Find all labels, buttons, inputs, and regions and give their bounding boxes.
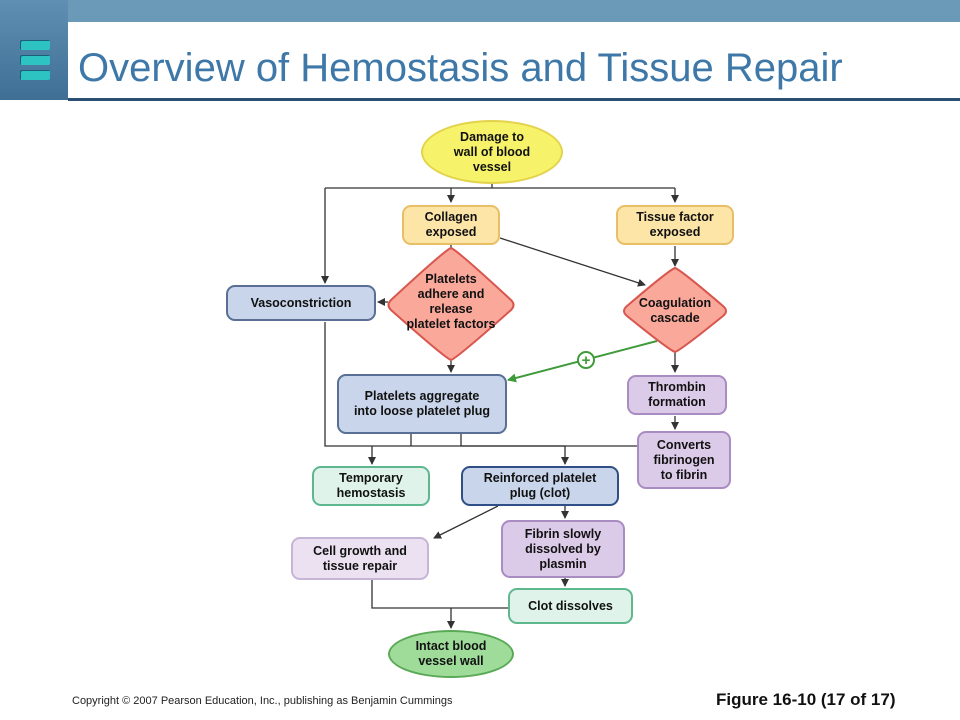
title-area: Overview of Hemostasis and Tissue Repair [68,22,960,98]
node-collagen: Collagen exposed [402,205,500,245]
node-reinforced-plug: Reinforced platelet plug (clot) [461,466,619,506]
platelets-adhere-diamond [387,246,515,362]
slide-header: Overview of Hemostasis and Tissue Repair [0,0,960,101]
node-converts: Converts fibrinogen to fibrin [637,431,731,489]
node-platelets-aggregate: Platelets aggregate into loose platelet … [337,374,507,434]
slide-title: Overview of Hemostasis and Tissue Repair [78,46,843,90]
title-box: Overview of Hemostasis and Tissue Repair [68,0,960,100]
title-underline [68,98,960,101]
connector-aggregate-right [460,432,638,447]
plus-sign: + [582,352,591,369]
arrow-to-cell-growth [433,505,499,539]
node-fibrin-dissolved: Fibrin slowly dissolved by plasmin [501,520,625,578]
plus-icon [577,351,595,369]
node-vasoconstriction: Vasoconstriction [226,285,376,321]
node-coagulation: Coagulation cascade [638,296,712,325]
node-damage: Damage to wall of blood vessel [421,120,563,184]
node-cell-growth: Cell growth and tissue repair [291,537,429,580]
node-temporary-hemostasis: Temporary hemostasis [312,466,430,506]
coagulation-diamond [623,266,727,354]
node-platelets-adhere: Platelets adhere and release platelet fa… [406,272,496,331]
copyright-text: Copyright © 2007 Pearson Education, Inc.… [72,695,453,707]
node-thrombin: Thrombin formation [627,375,727,415]
connector-bottom-bus [371,580,508,609]
node-intact-vessel: Intact blood vessel wall [388,630,514,678]
node-tissue-factor: Tissue factor exposed [616,205,734,245]
arrow-collagen-to-coagulation [499,237,646,287]
header-left-panel [0,0,68,100]
stack-logo-icon [20,40,50,84]
node-clot-dissolves: Clot dissolves [508,588,633,624]
figure-label: Figure 16-10 (17 of 17) [716,690,896,709]
